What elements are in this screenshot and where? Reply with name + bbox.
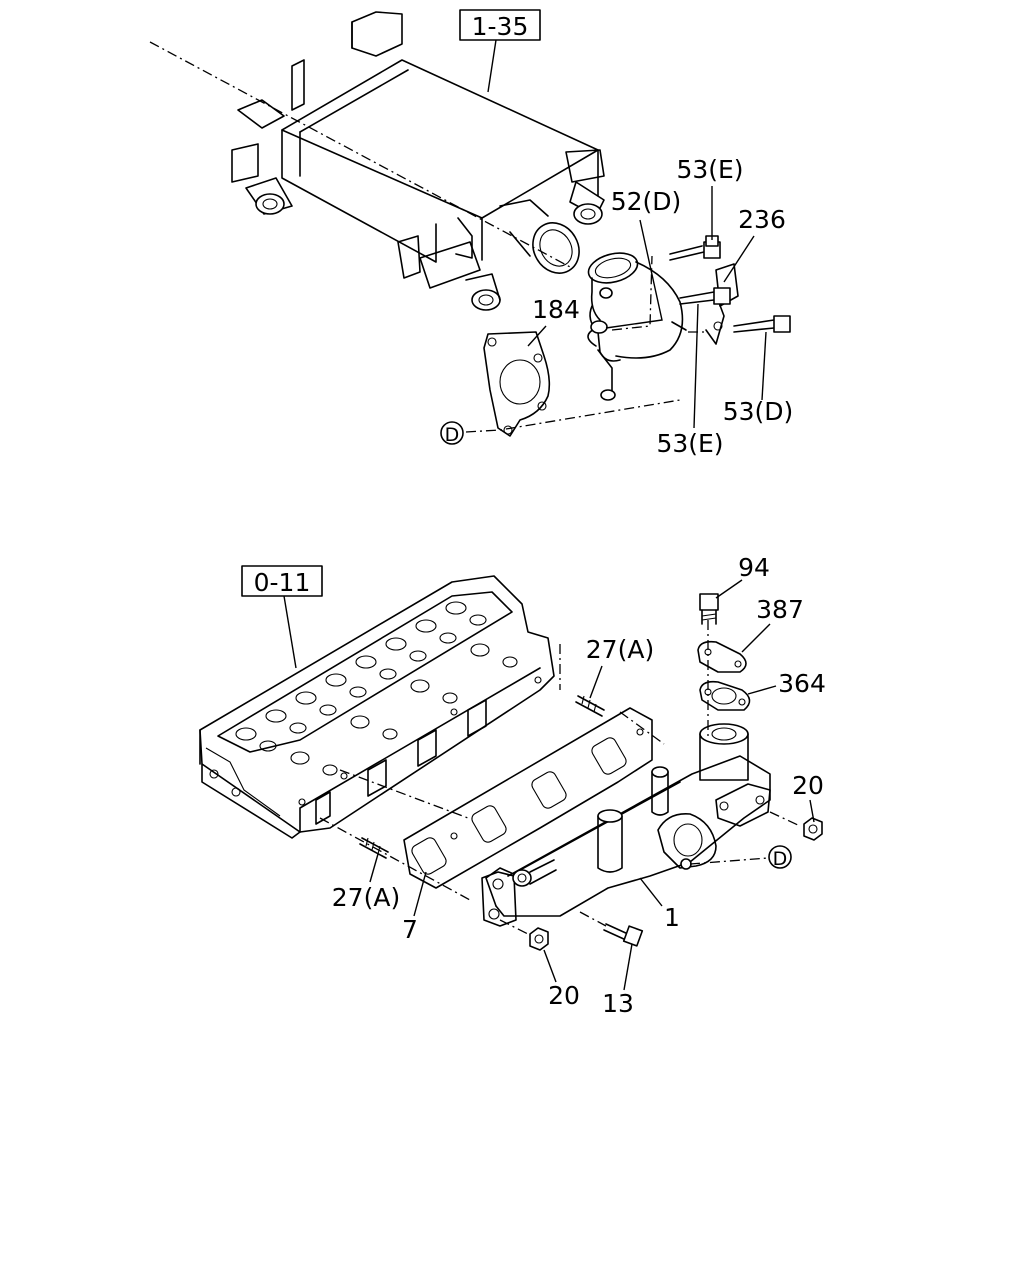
callout-7: 7 xyxy=(402,915,418,944)
gasket-7-drawing xyxy=(403,707,653,889)
elbow-pipe-drawing xyxy=(587,252,687,401)
callout-13: 13 xyxy=(602,989,634,1018)
bolt-94-drawing xyxy=(699,593,719,625)
callout-387: 387 xyxy=(756,595,804,624)
intercooler-drawing xyxy=(149,11,605,311)
lower-alignment-lines xyxy=(319,620,801,935)
nut-20-bottom-drawing xyxy=(529,927,549,951)
callout-1: 1 xyxy=(664,903,680,932)
cylinder-head-drawing xyxy=(199,575,555,839)
svg-text:D: D xyxy=(773,848,788,870)
nut-20-right-drawing xyxy=(803,817,823,841)
plate-387-drawing xyxy=(697,640,747,673)
callout-236: 236 xyxy=(738,205,786,234)
callout-20-bottom: 20 xyxy=(548,981,580,1010)
ref-label-intercooler: 1-35 xyxy=(472,12,529,41)
callout-20-right: 20 xyxy=(792,771,824,800)
ref-box-intercooler: 1-35 xyxy=(459,9,541,93)
callout-27a-top: 27(A) xyxy=(586,635,654,664)
bolt-53e-bottom-drawing xyxy=(679,287,731,305)
callout-53d: 53(D) xyxy=(723,397,794,426)
bolt-13-drawing xyxy=(603,923,644,947)
ref-box-cylinder-head: 0-11 xyxy=(241,565,323,669)
callout-364: 364 xyxy=(778,669,826,698)
upper-alignment-lines xyxy=(465,255,708,433)
callout-27a-left: 27(A) xyxy=(332,883,400,912)
lower-callouts: 94 387 27(A) 364 20 27(A) 7 1 20 13 xyxy=(332,553,826,1018)
marker-d-lower: D xyxy=(768,845,792,870)
callout-53e-bottom: 53(E) xyxy=(656,429,723,458)
ref-label-cylinder-head: 0-11 xyxy=(254,568,311,597)
callout-53e-top: 53(E) xyxy=(676,155,743,184)
gasket-184-drawing xyxy=(483,331,551,437)
callout-184: 184 xyxy=(532,295,580,324)
bolt-53d-drawing xyxy=(733,315,791,333)
callout-52d: 52(D) xyxy=(611,187,682,216)
stud-27a-top-drawing xyxy=(575,695,605,717)
bolt-53e-top-drawing xyxy=(669,235,721,261)
upper-callouts: 53(E) 52(D) 236 184 53(D) 53(E) xyxy=(527,155,794,458)
stud-27a-left-drawing xyxy=(359,837,389,859)
callout-94: 94 xyxy=(738,553,770,582)
exhaust-manifold-drawing xyxy=(481,723,771,927)
marker-d-upper: D xyxy=(440,421,464,446)
svg-text:D: D xyxy=(445,424,460,446)
